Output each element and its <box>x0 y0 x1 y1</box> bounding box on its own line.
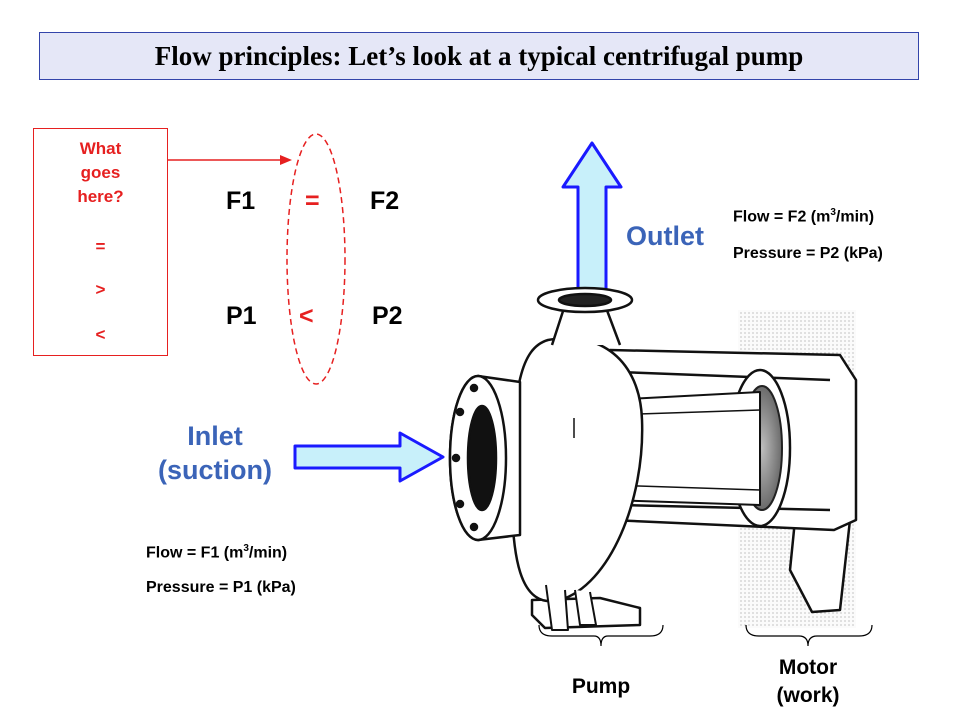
outlet-flow-note: Flow = F2 (m3/min) <box>733 207 875 226</box>
outlet-label: Outlet <box>626 221 704 251</box>
inlet-label-line: Inlet <box>187 421 243 451</box>
outlet-pressure-note: Pressure = P2 (kPa) <box>733 245 883 262</box>
question-line: = <box>95 237 106 256</box>
question-line: What <box>79 139 122 158</box>
pressure-right-term: P2 <box>372 302 403 330</box>
centrifugal-pump-icon <box>448 286 858 631</box>
pump-brace <box>538 624 664 647</box>
pointer-arrow-icon <box>168 155 292 165</box>
inlet-pressure-note: Pressure = P1 (kPa) <box>146 579 296 596</box>
title-banner: Flow principles: Let’s look at a typical… <box>39 32 919 80</box>
page-title: Flow principles: Let’s look at a typical… <box>154 40 804 71</box>
motor-label-line: (work) <box>776 684 840 707</box>
pump-label: Pump <box>571 675 631 698</box>
pressure-operator: < <box>299 302 314 330</box>
question-line: here? <box>77 187 124 206</box>
highlight-ellipse <box>286 133 346 385</box>
flow-left-term: F1 <box>226 187 256 215</box>
arrow-up-icon <box>561 141 623 292</box>
flow-right-term: F2 <box>370 187 400 215</box>
motor-label: Motor (work) <box>748 654 868 710</box>
question-line: goes <box>80 163 121 182</box>
motor-label-line: Motor <box>778 656 838 679</box>
inlet-label: Inlet (suction) <box>135 419 295 487</box>
question-box: What goes here? = > < <box>33 128 168 356</box>
question-line: < <box>95 325 106 344</box>
arrow-right-icon <box>293 431 445 483</box>
motor-brace <box>745 624 873 647</box>
inlet-flow-note: Flow = F1 (m3/min) <box>146 543 288 562</box>
flow-operator: = <box>305 187 320 215</box>
question-line: > <box>95 280 106 299</box>
inlet-label-line: (suction) <box>158 455 272 485</box>
pressure-left-term: P1 <box>226 302 257 330</box>
